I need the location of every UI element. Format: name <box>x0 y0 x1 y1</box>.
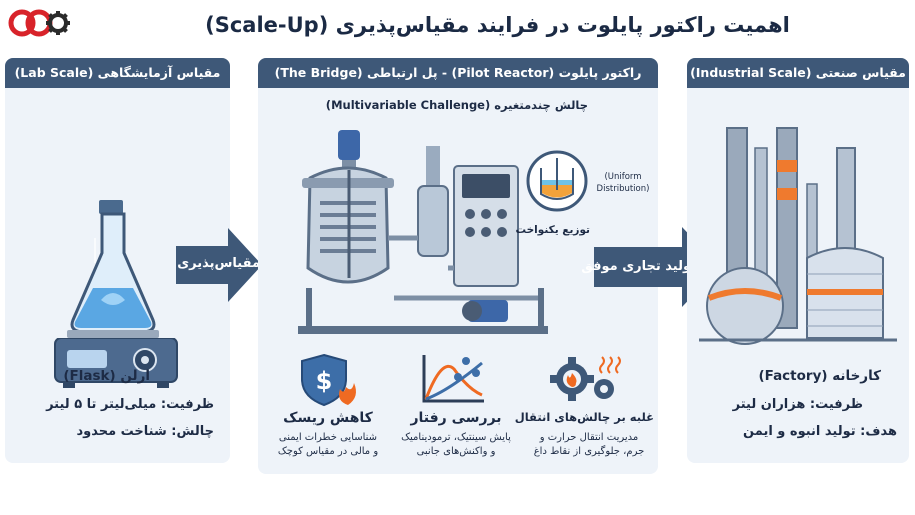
uniform-distribution-inset <box>526 150 588 212</box>
feature-desc-transfer-1: مدیریت انتقال حرارت و <box>539 432 639 443</box>
shield-dollar-fire-icon: $ <box>301 353 356 407</box>
industrial-capacity: ظرفیت: هزاران لیتر <box>732 397 863 412</box>
feature-desc-transfer-2: جرم، جلوگیری از نقاط داغ <box>533 446 645 457</box>
svg-text:$: $ <box>316 367 333 395</box>
lab-challenge: چالش: شناخت محدود <box>76 424 214 439</box>
factory-illustration <box>699 127 897 345</box>
feature-desc-behavior-2: و واکنش‌های جانبی <box>416 446 496 457</box>
flask-icon <box>70 200 156 334</box>
feature-desc-risk-2: و مالی در مقیاس کوچک <box>277 446 379 457</box>
uniform-distribution-en-label: (Uniform Distribution) <box>596 172 650 194</box>
industrial-equipment-name: کارخانه (Factory) <box>758 368 881 384</box>
stirrer-control-box <box>54 338 178 388</box>
pilot-reactor-panel: راکتور پایلوت (Pilot Reactor) - پل ارتبا… <box>258 58 658 474</box>
page-title: اهمیت راکتور پایلوت در فرایند مقیاس‌پذیر… <box>205 13 790 37</box>
uniform-distribution-fa-label: توزیع یکنواخت <box>515 224 590 236</box>
kinetics-graph-icon <box>422 355 484 403</box>
feature-title-risk: کاهش ریسک <box>283 410 373 426</box>
lab-scale-panel: مقیاس آزمایشگاهی (Lab Scale) ارلن (Flask… <box>5 58 230 463</box>
pilot-reactor-illustration <box>298 130 548 334</box>
industrial-goal: هدف: تولید انبوه و ایمن <box>743 424 897 439</box>
lab-panel-header: مقیاس آزمایشگاهی (Lab Scale) <box>5 58 230 88</box>
lab-equipment-name: ارلن (Flask) <box>63 368 150 384</box>
industrial-panel-header: مقیاس صنعتی (Industrial Scale) <box>687 58 909 88</box>
multivariable-challenge-label: چالش چندمتغیره (Multivariable Challenge) <box>325 98 588 112</box>
scale-up-arrow <box>176 228 262 302</box>
industrial-scale-panel: مقیاس صنعتی (Industrial Scale) کارخانه (… <box>687 58 909 463</box>
feature-desc-behavior-1: پایش سینتیک، ترمودینامیک <box>401 432 511 443</box>
gears-heat-icon <box>550 356 621 401</box>
brand-logo-icon <box>8 9 70 37</box>
scale-up-arrow-label: مقیاس‌پذیری <box>177 256 260 271</box>
pilot-panel-header: راکتور پایلوت (Pilot Reactor) - پل ارتبا… <box>258 58 658 88</box>
flask-on-stirrer-illustration <box>57 200 175 358</box>
lab-capacity: ظرفیت: میلی‌لیتر تا ۵ لیتر <box>46 397 214 412</box>
feature-title-behavior: بررسی رفتار <box>410 410 502 426</box>
commercial-success-arrow-label: تولید تجاری موفق <box>581 259 696 274</box>
feature-title-transfer: غلبه بر چالش‌های انتقال <box>514 410 654 424</box>
feature-desc-risk-1: شناسایی خطرات ایمنی <box>278 432 378 443</box>
